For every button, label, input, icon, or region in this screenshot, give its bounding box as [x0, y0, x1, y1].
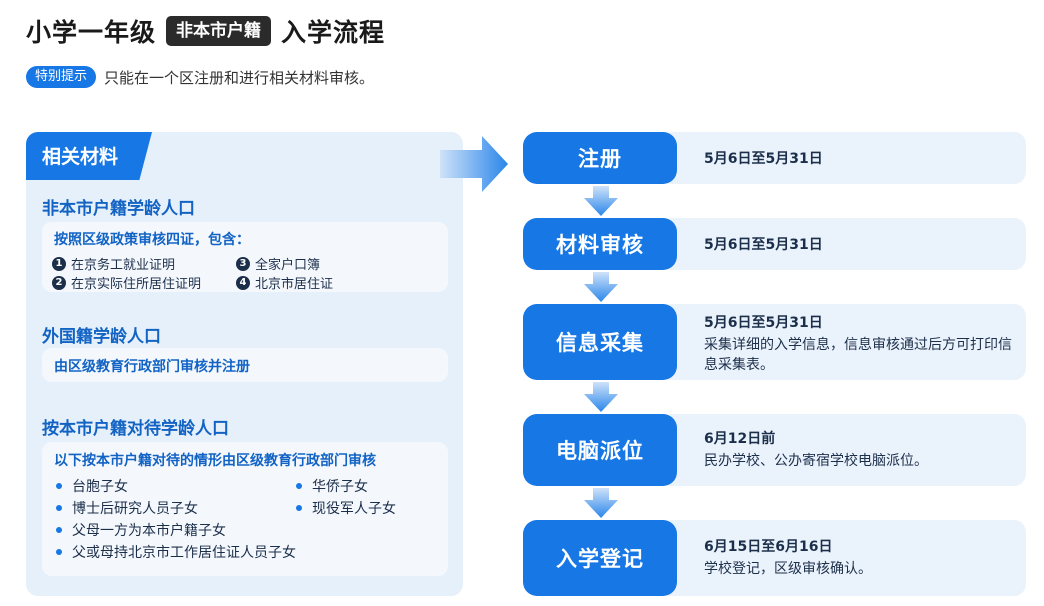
list-item: 台胞子女	[56, 476, 128, 496]
step-row-enrollment-registration: 6月15日至6月16日 学校登记，区级审核确认。	[660, 520, 1026, 596]
residency-tag: 非本市户籍	[166, 16, 272, 46]
step-description: 民办学校、公办寄宿学校电脑派位。	[704, 453, 928, 469]
list-item-label: 父母一方为本市户籍子女	[72, 523, 226, 539]
foreign-section-title: 外国籍学龄人口	[42, 327, 161, 347]
list-item: 父或母持北京市工作居住证人员子女	[56, 542, 296, 562]
list-item-label: 全家户口簿	[255, 258, 321, 273]
bullet-icon	[56, 505, 62, 511]
step-button-info-collection[interactable]: 信息采集	[523, 304, 677, 380]
list-item: 华侨子女	[296, 476, 368, 496]
foreign-card: 由区级教育行政部门审核并注册	[42, 348, 448, 382]
list-item-label: 华侨子女	[312, 479, 368, 495]
down-arrow-icon	[584, 488, 618, 518]
non-local-card-head: 按照区级政策审核四证，包含：	[54, 232, 250, 248]
list-item-label: 台胞子女	[72, 479, 128, 495]
list-item: 3 全家户口簿	[236, 254, 320, 273]
page-title-prefix: 小学一年级	[26, 18, 157, 47]
bullet-icon	[296, 483, 302, 489]
list-item: 1 在京务工就业证明	[52, 254, 175, 273]
step-date: 5月6日至5月31日	[704, 237, 823, 253]
number-1-icon: 1	[52, 256, 66, 271]
page-title-suffix: 入学流程	[281, 18, 386, 47]
non-local-card: 按照区级政策审核四证，包含： 1 在京务工就业证明 2 在京实际住所居住证明 3…	[42, 222, 448, 292]
list-item: 4 北京市居住证	[236, 273, 333, 292]
list-item-label: 父或母持北京市工作居住证人员子女	[72, 545, 296, 561]
number-4-icon: 4	[236, 275, 250, 290]
step-date: 5月6日至5月31日	[704, 315, 823, 331]
step-date: 6月15日至6月16日	[704, 539, 833, 555]
step-row-info-collection: 5月6日至5月31日 采集详细的入学信息，信息审核通过后方可打印信息采集表。	[660, 304, 1026, 380]
step-row-register: 5月6日至5月31日	[660, 132, 1026, 184]
treated-local-card-head: 以下按本市户籍对待的情形由区级教育行政部门审核	[54, 453, 376, 469]
step-button-register[interactable]: 注册	[523, 132, 677, 184]
number-3-icon: 3	[236, 256, 250, 271]
step-date: 5月6日至5月31日	[704, 151, 823, 167]
step-button-enrollment-registration[interactable]: 入学登记	[523, 520, 677, 596]
notice-text: 只能在一个区注册和进行相关材料审核。	[104, 68, 375, 87]
down-arrow-icon	[584, 272, 618, 302]
bullet-icon	[56, 549, 62, 555]
flow-arrow-icon	[440, 136, 508, 192]
materials-panel: 相关材料 非本市户籍学龄人口 按照区级政策审核四证，包含： 1 在京务工就业证明…	[26, 132, 463, 596]
special-notice: 特别提示 只能在一个区注册和进行相关材料审核。	[26, 66, 374, 88]
number-2-icon: 2	[52, 275, 66, 290]
step-button-material-review[interactable]: 材料审核	[523, 218, 677, 270]
list-item-label: 在京实际住所居住证明	[71, 277, 202, 292]
list-item: 2 在京实际住所居住证明	[52, 273, 201, 292]
list-item-label: 现役军人子女	[312, 501, 396, 517]
list-item-label: 北京市居住证	[255, 277, 334, 292]
list-item-label: 博士后研究人员子女	[72, 501, 198, 517]
treated-local-card: 以下按本市户籍对待的情形由区级教育行政部门审核 台胞子女 华侨子女 博士后研究人…	[42, 442, 448, 576]
materials-tab: 相关材料	[26, 132, 152, 180]
notice-badge: 特别提示	[26, 66, 97, 88]
treated-local-section-title: 按本市户籍对待学龄人口	[42, 419, 229, 439]
bullet-icon	[296, 505, 302, 511]
step-row-material-review: 5月6日至5月31日	[660, 218, 1026, 270]
bullet-icon	[56, 527, 62, 533]
down-arrow-icon	[584, 382, 618, 412]
step-date: 6月12日前	[704, 431, 776, 447]
list-item: 现役军人子女	[296, 498, 396, 518]
step-button-computer-allocation[interactable]: 电脑派位	[523, 414, 677, 486]
list-item: 博士后研究人员子女	[56, 498, 198, 518]
step-row-computer-allocation: 6月12日前 民办学校、公办寄宿学校电脑派位。	[660, 414, 1026, 486]
non-local-section-title: 非本市户籍学龄人口	[42, 199, 195, 219]
list-item: 父母一方为本市户籍子女	[56, 520, 226, 540]
list-item-label: 在京务工就业证明	[71, 258, 176, 273]
bullet-icon	[56, 483, 62, 489]
page-header: 小学一年级 非本市户籍 入学流程	[26, 14, 385, 48]
foreign-card-head: 由区级教育行政部门审核并注册	[54, 359, 250, 375]
step-description: 采集详细的入学信息，信息审核通过后方可打印信息采集表。	[704, 337, 1012, 373]
down-arrow-icon	[584, 186, 618, 216]
step-description: 学校登记，区级审核确认。	[704, 561, 872, 577]
